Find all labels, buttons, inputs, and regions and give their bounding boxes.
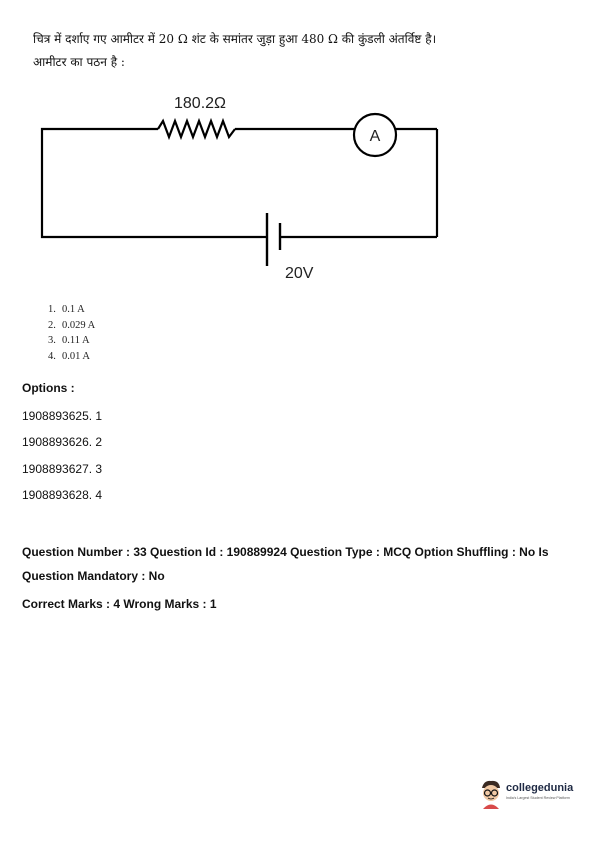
option-item: 1908893628. 4 — [22, 488, 103, 502]
options-heading: Options : — [22, 381, 75, 395]
wire-left-top — [40, 127, 262, 239]
resistor-zigzag — [157, 117, 236, 141]
option-item: 1908893626. 2 — [22, 435, 103, 449]
option-item: 1908893625. 1 — [22, 409, 103, 423]
ammeter-label: A — [370, 128, 381, 145]
answer-choice: 3.0.11 A — [48, 335, 90, 346]
option-item: 1908893627. 3 — [22, 462, 103, 476]
question-text-line2: आमीटर का पठन है : — [33, 55, 125, 69]
logo-name: collegedunia — [506, 782, 574, 794]
question-meta-line2: Question Mandatory : No — [22, 569, 165, 583]
question-meta-line3: Correct Marks : 4 Wrong Marks : 1 — [22, 597, 217, 611]
resistor-label: 180.2Ω — [174, 95, 226, 112]
ammeter-circle — [352, 112, 398, 158]
answer-choice: 1.0.1 A — [48, 304, 85, 315]
question-text-line1: चित्र में दर्शाए गए आमीटर में 20 Ω शंट क… — [33, 32, 437, 46]
answer-choice: 4.0.01 A — [48, 350, 91, 362]
circuit-diagram: 180.2Ω A 20V — [40, 95, 439, 280]
question-meta-line1: Question Number : 33 Question Id : 19088… — [22, 545, 549, 559]
collegedunia-logo: collegedunia India's Largest Student Rev… — [478, 776, 578, 812]
answer-choice: 2.0.029 A — [48, 319, 96, 331]
answer-choices: 1.0.1 A 2.0.029 A 3.0.11 A 4.0.01 A — [48, 302, 95, 364]
logo-tagline: India's Largest Student Review Platform — [506, 796, 570, 800]
battery-label: 20V — [285, 265, 314, 280]
mascot-icon — [482, 780, 500, 809]
